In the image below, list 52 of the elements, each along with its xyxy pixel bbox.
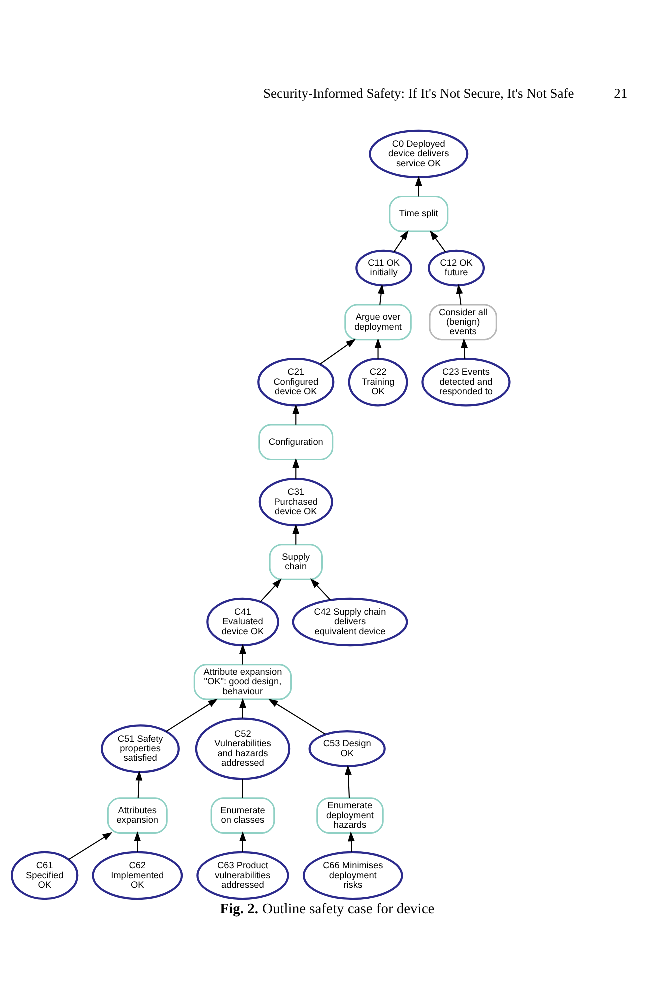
arrow	[320, 339, 356, 365]
node-ellipse: C12 OK future	[428, 250, 486, 287]
arrow	[292, 524, 300, 545]
node-ellipse: C66 Minimises deployment risks	[302, 851, 404, 900]
arrow	[456, 284, 464, 306]
node-ellipse: C21 Configured device OK	[258, 358, 335, 407]
label: 21	[614, 86, 628, 101]
arrow	[378, 284, 385, 305]
arrow	[134, 832, 142, 852]
node-ellipse: C62 Implemented OK	[92, 851, 184, 900]
node-box: Attribute expansion "OK": good design, behaviour	[194, 664, 292, 700]
arrow	[292, 404, 300, 425]
node-box: Time split	[389, 196, 449, 232]
arrow	[348, 832, 355, 853]
node-box: Supply chain	[269, 544, 323, 580]
arrow	[310, 578, 332, 601]
node-box: Enumerate on classes	[210, 798, 276, 834]
arrow	[268, 698, 326, 736]
node-box: Configuration	[258, 424, 334, 460]
node-ellipse: C23 Events detected and responded to	[422, 358, 511, 407]
arrow	[240, 832, 246, 852]
arrow	[292, 458, 300, 480]
node-box: Consider all (benign) events	[429, 304, 498, 341]
node-ellipse: C61 Specified OK	[11, 851, 79, 900]
node-ellipse: C0 Deployed device delivers service OK	[369, 130, 469, 179]
node-ellipse: C63 Product vulnerabilities addressed	[196, 851, 290, 900]
arrow	[345, 765, 352, 798]
arrow	[240, 698, 246, 719]
node-ellipse: C53 Design OK	[308, 730, 386, 768]
arrow	[136, 770, 143, 798]
caption: Fig. 2. Outline safety case for device	[220, 901, 435, 918]
node-ellipse: C41 Evaluated device OK	[206, 598, 280, 647]
node-box: Argue over deployment	[344, 304, 412, 341]
node-box: Attributes expansion	[107, 798, 168, 834]
arrow	[430, 230, 446, 253]
arrow	[260, 578, 282, 602]
arrow	[166, 698, 218, 732]
arrow	[394, 230, 409, 252]
node-ellipse: C52 Vulnerabilities and hazards addressed	[195, 718, 291, 780]
label: Security-Informed Safety: If It's Not Secure, It's Not Safe	[263, 86, 574, 101]
arrow	[415, 176, 422, 197]
node-ellipse: C51 Safety properties satisfied	[101, 724, 180, 774]
node-ellipse: C31 Purchased device OK	[258, 478, 334, 527]
arrow	[240, 644, 246, 665]
node-ellipse: C42 Supply chain delivers equivalent device	[292, 598, 408, 647]
node-ellipse: C22 Training OK	[348, 358, 408, 407]
node-ellipse: C11 OK initially	[356, 250, 413, 287]
arrow	[461, 338, 468, 360]
arrow	[374, 338, 382, 360]
node-box: Enumerate deployment hazards	[316, 798, 384, 834]
connector	[242, 779, 244, 798]
arrow	[68, 832, 113, 860]
